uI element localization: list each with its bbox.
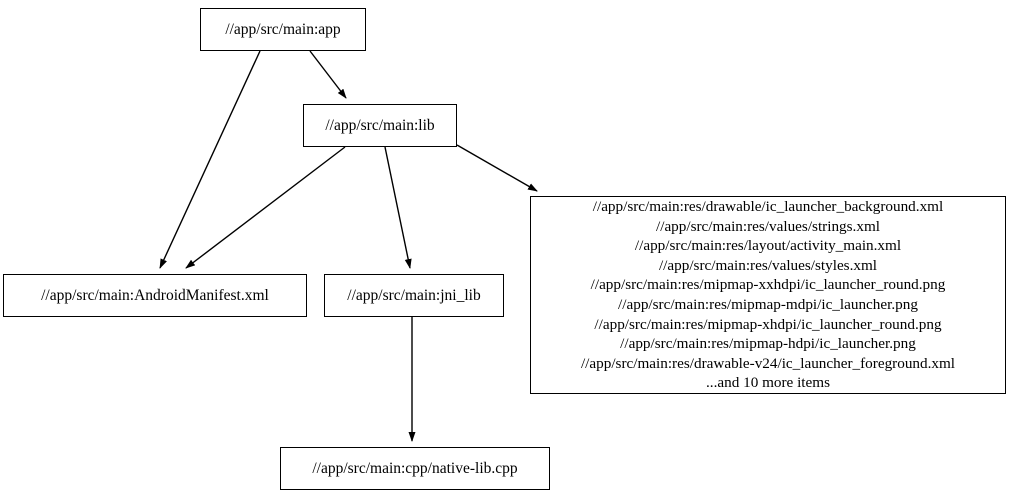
graph-node-resources-list[interactable]: //app/src/main:res/drawable/ic_launcher_… (530, 196, 1006, 394)
edge-lib-to-jni-lib (384, 146, 412, 269)
graph-node-app[interactable]: //app/src/main:app (200, 8, 366, 51)
edge-lib-to-res-list (456, 144, 538, 192)
graph-node-label: //app/src/main:res/drawable/ic_launcher_… (580, 198, 956, 392)
graph-node-label: //app/src/main:cpp/native-lib.cpp (312, 459, 518, 477)
graph-node-jni-lib[interactable]: //app/src/main:jni_lib (324, 274, 504, 317)
graph-node-label: //app/src/main:jni_lib (347, 286, 481, 304)
graph-node-label: //app/src/main:lib (325, 116, 435, 134)
graph-node-android-manifest[interactable]: //app/src/main:AndroidManifest.xml (3, 274, 307, 317)
graph-node-label: //app/src/main:AndroidManifest.xml (41, 286, 269, 304)
edge-lib-to-manifest (185, 146, 346, 269)
graph-node-lib[interactable]: //app/src/main:lib (303, 104, 457, 147)
edge-app-to-lib (309, 50, 347, 99)
graph-node-label: //app/src/main:app (225, 20, 341, 38)
graph-node-native-lib-cpp[interactable]: //app/src/main:cpp/native-lib.cpp (280, 447, 550, 490)
edge-app-to-manifest (159, 50, 261, 269)
